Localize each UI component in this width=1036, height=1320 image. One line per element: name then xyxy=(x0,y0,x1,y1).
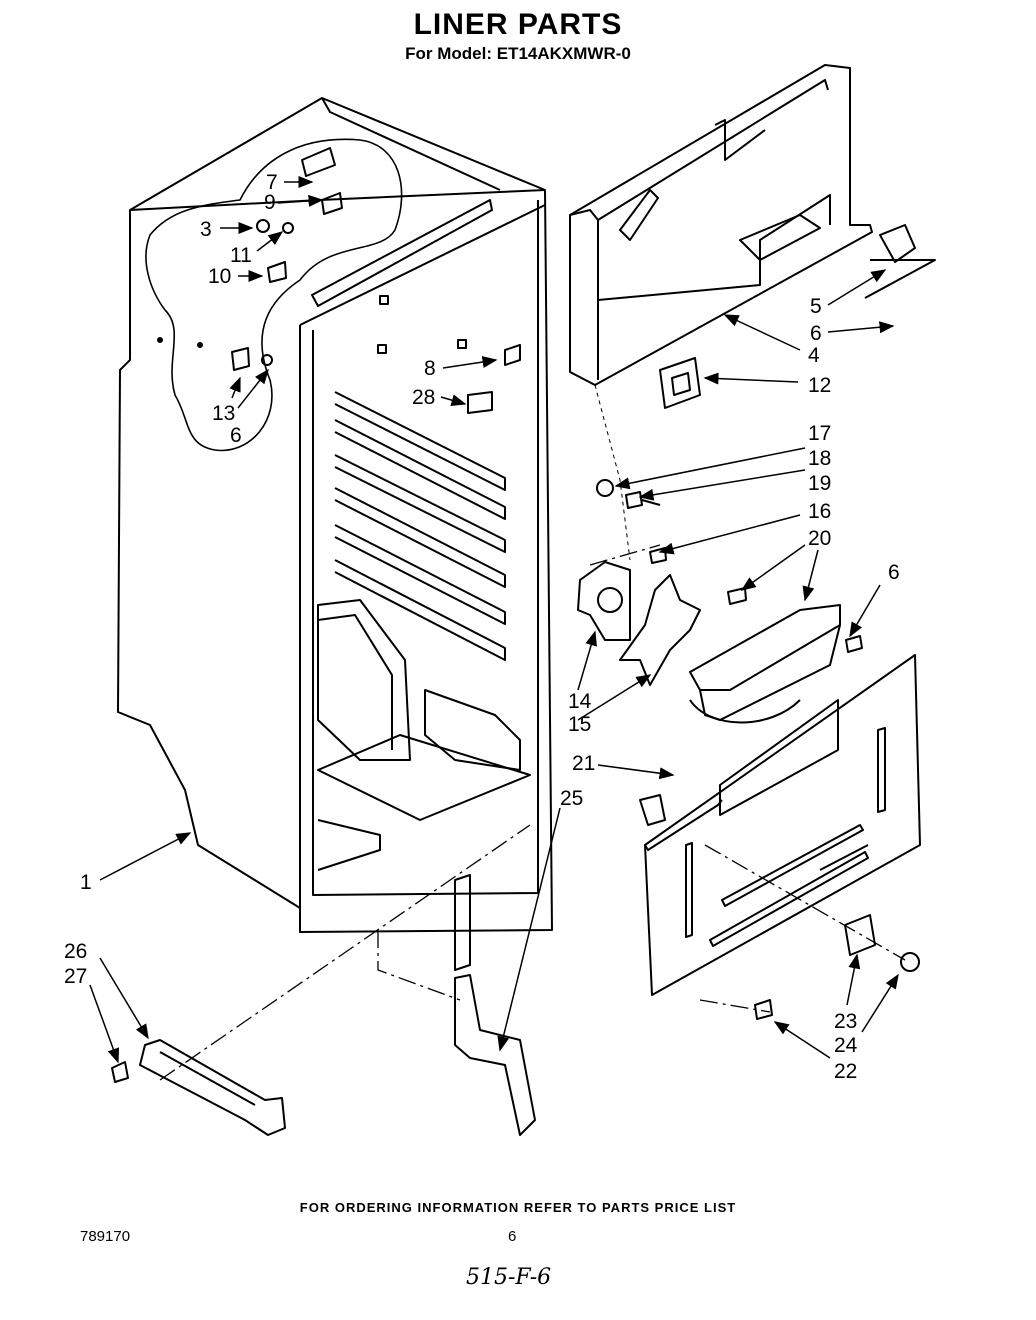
bottom-bracket xyxy=(111,1039,286,1136)
callout-19: 19 xyxy=(808,472,831,495)
callout-16: 16 xyxy=(808,500,831,523)
callout-6-shroud: 6 xyxy=(888,561,900,584)
callout-18: 18 xyxy=(808,447,831,470)
callout-26: 26 xyxy=(64,940,87,963)
callout-25: 25 xyxy=(560,787,583,810)
callout-13: 13 xyxy=(212,402,235,425)
callout-8: 8 xyxy=(424,357,436,380)
callout-12: 12 xyxy=(808,374,831,397)
callout-5: 5 xyxy=(810,295,822,318)
callout-4: 4 xyxy=(808,344,820,367)
page-number: 6 xyxy=(508,1228,517,1245)
leader-lines xyxy=(159,544,906,1081)
ordering-note: FOR ORDERING INFORMATION REFER TO PARTS … xyxy=(299,1200,737,1215)
rear-panel xyxy=(639,654,921,1020)
callout-3: 3 xyxy=(200,218,212,241)
fan-motor-assembly xyxy=(577,384,701,686)
callout-arrows xyxy=(89,176,899,1064)
callout-27: 27 xyxy=(64,965,87,988)
callout-11: 11 xyxy=(230,244,252,267)
mounting-plate xyxy=(659,357,701,409)
callout-22: 22 xyxy=(834,1060,857,1083)
callout-24: 24 xyxy=(834,1034,858,1057)
callout-14: 14 xyxy=(568,690,592,713)
callout-20: 20 xyxy=(808,527,831,550)
callout-7: 7 xyxy=(266,171,278,194)
hardware-screws xyxy=(596,479,863,653)
fan-shroud xyxy=(689,604,841,724)
callout-10: 10 xyxy=(208,265,231,288)
callout-15: 15 xyxy=(568,713,591,736)
callout-6-left: 6 xyxy=(230,424,242,447)
document-number: 789170 xyxy=(80,1228,131,1245)
callout-6-upper-right: 6 xyxy=(810,322,822,345)
control-housing xyxy=(569,64,936,386)
callout-17: 17 xyxy=(808,422,831,445)
callout-9: 9 xyxy=(264,191,276,214)
callout-labels: 1 3 4 5 6 6 6 7 8 9 10 11 12 13 14 15 16… xyxy=(64,171,900,1083)
trim-strip xyxy=(454,874,536,1136)
liner-cabinet xyxy=(117,97,553,933)
callout-23: 23 xyxy=(834,1010,857,1033)
callout-1: 1 xyxy=(80,871,92,894)
handwritten-note: 515-F-6 xyxy=(466,1265,552,1290)
model-subtitle: For Model: ET14AKXMWR-0 xyxy=(405,44,631,63)
callout-21: 21 xyxy=(572,752,595,775)
page-title: LINER PARTS xyxy=(413,8,623,41)
callout-28: 28 xyxy=(412,386,435,409)
